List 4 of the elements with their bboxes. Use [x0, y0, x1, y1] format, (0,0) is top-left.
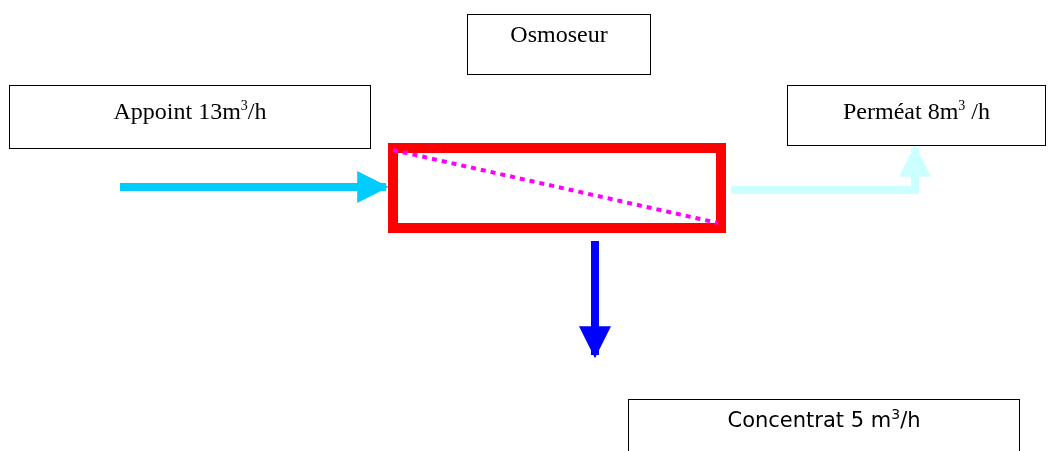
label-box: Osmoseur [467, 14, 651, 75]
label-box: Concentrat 5 m$^{3}$/h [628, 399, 1020, 451]
label-box: Perméat 8m$^{3}$ /h [787, 85, 1046, 146]
label-box: Appoint 13m$^{3}$/h [9, 85, 371, 149]
